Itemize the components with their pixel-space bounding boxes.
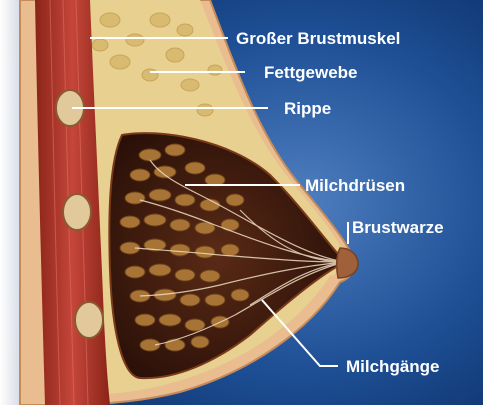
label-milk-glands: Milchdrüsen bbox=[305, 177, 405, 194]
rib bbox=[75, 302, 103, 338]
label-nipple: Brustwarze bbox=[352, 219, 444, 236]
label-fat-tissue: Fettgewebe bbox=[264, 64, 358, 81]
label-milk-ducts: Milchgänge bbox=[346, 358, 440, 375]
label-rib: Rippe bbox=[284, 100, 331, 117]
label-pectoralis: Großer Brustmuskel bbox=[236, 30, 400, 47]
rib bbox=[63, 194, 91, 230]
